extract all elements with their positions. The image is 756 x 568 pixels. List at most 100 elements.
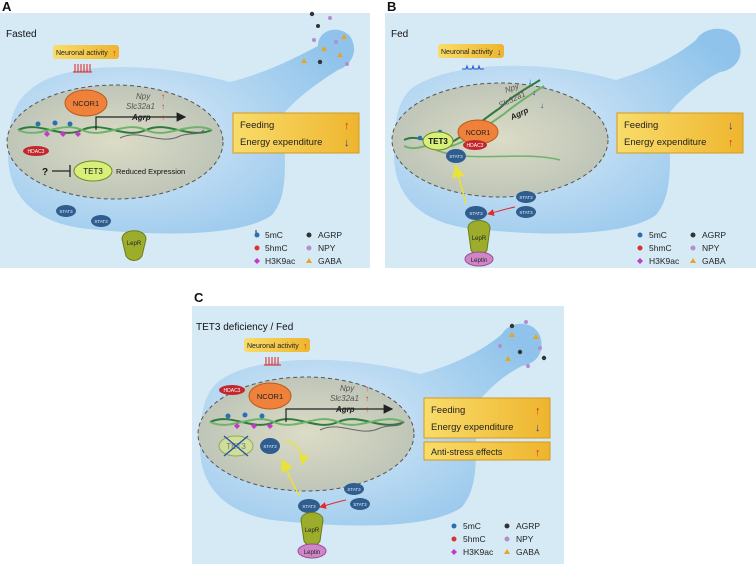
- panel-a: A Fasted Neuronal activity ↑ NCOR1 Npy S…: [0, 0, 370, 268]
- panel-a-neuronal-activity-box: [53, 45, 119, 59]
- panel-a-neuronal-activity-label: Neuronal activity: [56, 50, 108, 57]
- panel-c-dna: [209, 418, 405, 426]
- panel-a-stat3-a: [56, 205, 76, 217]
- panel-a-gene-slc32a1: Slc32a1: [126, 102, 155, 111]
- panel-c-lepr: [300, 512, 324, 546]
- panel-c-stat3-b-label: STAT3: [353, 502, 367, 507]
- panel-c-neuronal-activity-label: Neuronal activity: [247, 343, 299, 350]
- panel-a-feeding: Feeding: [240, 120, 274, 131]
- panel-a-ncor1: [64, 89, 108, 117]
- panel-b-stat3-membrane: [465, 206, 487, 220]
- panel-b-spike-train-icon: [462, 64, 484, 70]
- panel-b-stat3-b-label: STAT3: [519, 210, 533, 215]
- panel-c-neuropeptide-release: [498, 320, 547, 368]
- panel-a-outcome-box: [232, 112, 360, 154]
- panel-c-translocation-arrow: [281, 458, 301, 497]
- panel-b-condition: Fed: [391, 29, 408, 40]
- panel-a-energy-down-arrow: ↓: [344, 137, 350, 149]
- panel-a-dna: [17, 126, 213, 134]
- panel-b-outcome-box: [616, 112, 744, 154]
- panel-a-5mc-marks: [35, 120, 73, 127]
- panel-a-hdac3: [23, 146, 49, 156]
- panel-a-npy-up-arrow: ↑: [161, 92, 165, 101]
- panel-c-outcome-box: [423, 397, 551, 439]
- panel-c-stat3-nuclear-label: STAT3: [263, 444, 277, 449]
- panel-c-anti-stress-box: [423, 441, 551, 461]
- panel-c-feeding: Feeding: [431, 405, 465, 416]
- panel-c-phosphorylation-arrow: [319, 499, 347, 509]
- panel-a-condition: Fasted: [6, 29, 37, 40]
- panel-a-agrp-up-arrow: ↑: [161, 113, 165, 122]
- panel-c-neuronal-activity-box: [244, 338, 310, 352]
- svg-text:NPY: NPY: [318, 243, 336, 253]
- panel-c-5mc-marks: [225, 412, 265, 419]
- svg-text:AGRP: AGRP: [702, 230, 726, 240]
- panel-a-inhibition-line: [52, 165, 71, 177]
- panel-a-gene-agrp: Agrp: [131, 113, 151, 122]
- panel-c-ncor1-label: NCOR1: [257, 392, 283, 401]
- panel-c-agrp-up-arrow: ↑: [365, 405, 369, 414]
- panel-b-nucleus: [391, 82, 609, 198]
- panel-a-mrna: [119, 129, 205, 140]
- panel-c-slc-up-arrow: ↑: [365, 394, 369, 403]
- panel-a-feeding-up-arrow: ↑: [344, 120, 350, 132]
- panel-c-h3k9ac-marks: [234, 423, 273, 429]
- panel-b-hdac3: [463, 140, 487, 150]
- panel-a-h3k9ac-marks: [44, 131, 81, 137]
- panel-b-legend: 5mC 5hmC H3K9ac AGRP NPY GABA: [637, 230, 726, 266]
- panel-a-ncor1-label: NCOR1: [73, 99, 99, 108]
- panel-b-tet3: [422, 131, 454, 151]
- panel-b-leptin: [464, 251, 494, 267]
- svg-text:GABA: GABA: [702, 256, 726, 266]
- panel-a-neuropeptide-release: [301, 11, 349, 66]
- panel-c-condition: TET3 deficiency / Fed: [196, 322, 293, 333]
- svg-text:H3K9ac: H3K9ac: [265, 256, 296, 266]
- panel-c-npy-up-arrow: ↑: [365, 384, 369, 393]
- panel-a-spike-train-icon: [73, 64, 92, 73]
- svg-text:5mC: 5mC: [463, 521, 481, 531]
- panel-a-stat3-b: [91, 215, 111, 227]
- panel-c-energy-down-arrow: ↓: [535, 422, 541, 434]
- panel-c-anti-stress-up-arrow: ↑: [535, 447, 541, 459]
- panel-c-stat3-membrane-label: STAT3: [302, 504, 316, 509]
- panel-c-gene-agrp: Agrp: [335, 405, 355, 414]
- panel-b-phosphorylation-arrow: [487, 206, 516, 216]
- panel-a-reduced-expression: Reduced Expression: [116, 167, 185, 176]
- panel-c-hdac3: [219, 385, 245, 395]
- svg-text:5mC: 5mC: [649, 230, 667, 240]
- panel-b-stat3-a-label: STAT3: [519, 195, 533, 200]
- panel-c-gene-npy: Npy: [340, 384, 355, 393]
- panel-c-gene-slc32a1: Slc32a1: [330, 394, 359, 403]
- panel-a-lepr-label: LepR: [127, 241, 142, 247]
- panel-c-stat3-effect-arrow: [285, 439, 310, 466]
- panel-b-stat3-a: [516, 191, 536, 203]
- panel-b-feeding: Feeding: [624, 120, 658, 131]
- svg-text:NPY: NPY: [516, 534, 534, 544]
- panel-b-letter: B: [387, 0, 396, 14]
- panel-a-question-mark: ?: [42, 167, 48, 178]
- panel-b-energy: Energy expenditure: [624, 137, 706, 148]
- panel-a-letter: A: [2, 0, 12, 14]
- panel-b-energy-up-arrow: ↑: [728, 137, 734, 149]
- panel-c-hdac3-label: HDAC3: [224, 388, 241, 394]
- panel-b-stat3-membrane-label: STAT3: [469, 211, 483, 216]
- panel-b-stat3-b: [516, 206, 536, 218]
- panel-b-feeding-down-arrow: ↓: [728, 120, 734, 132]
- panel-c-nucleus: [197, 376, 415, 492]
- panel-c-legend: 5mC 5hmC H3K9ac AGRP NPY GABA: [451, 521, 540, 557]
- panel-c-anti-stress: Anti-stress effects: [431, 447, 503, 457]
- panel-c-stat3-a-label: STAT3: [347, 487, 361, 492]
- panel-c-letter: C: [194, 290, 204, 305]
- svg-text:5hmC: 5hmC: [649, 243, 672, 253]
- panel-a-energy: Energy expenditure: [240, 137, 322, 148]
- panel-a-hdac3-label: HDAC3: [28, 149, 45, 155]
- svg-text:NPY: NPY: [702, 243, 720, 253]
- panel-a-stat3-b-label: STAT3: [94, 219, 108, 224]
- panel-a-neuronal-activity-up-arrow: ↑: [112, 48, 117, 58]
- panel-b-lepr-label: LepR: [472, 236, 487, 242]
- panel-b-slc-down-arrow: ↓: [532, 88, 536, 97]
- panel-a-tet3: [73, 160, 113, 182]
- svg-text:5hmC: 5hmC: [463, 534, 486, 544]
- panel-c-mrna: [319, 421, 405, 432]
- panel-b-translocation-arrow: [451, 164, 467, 205]
